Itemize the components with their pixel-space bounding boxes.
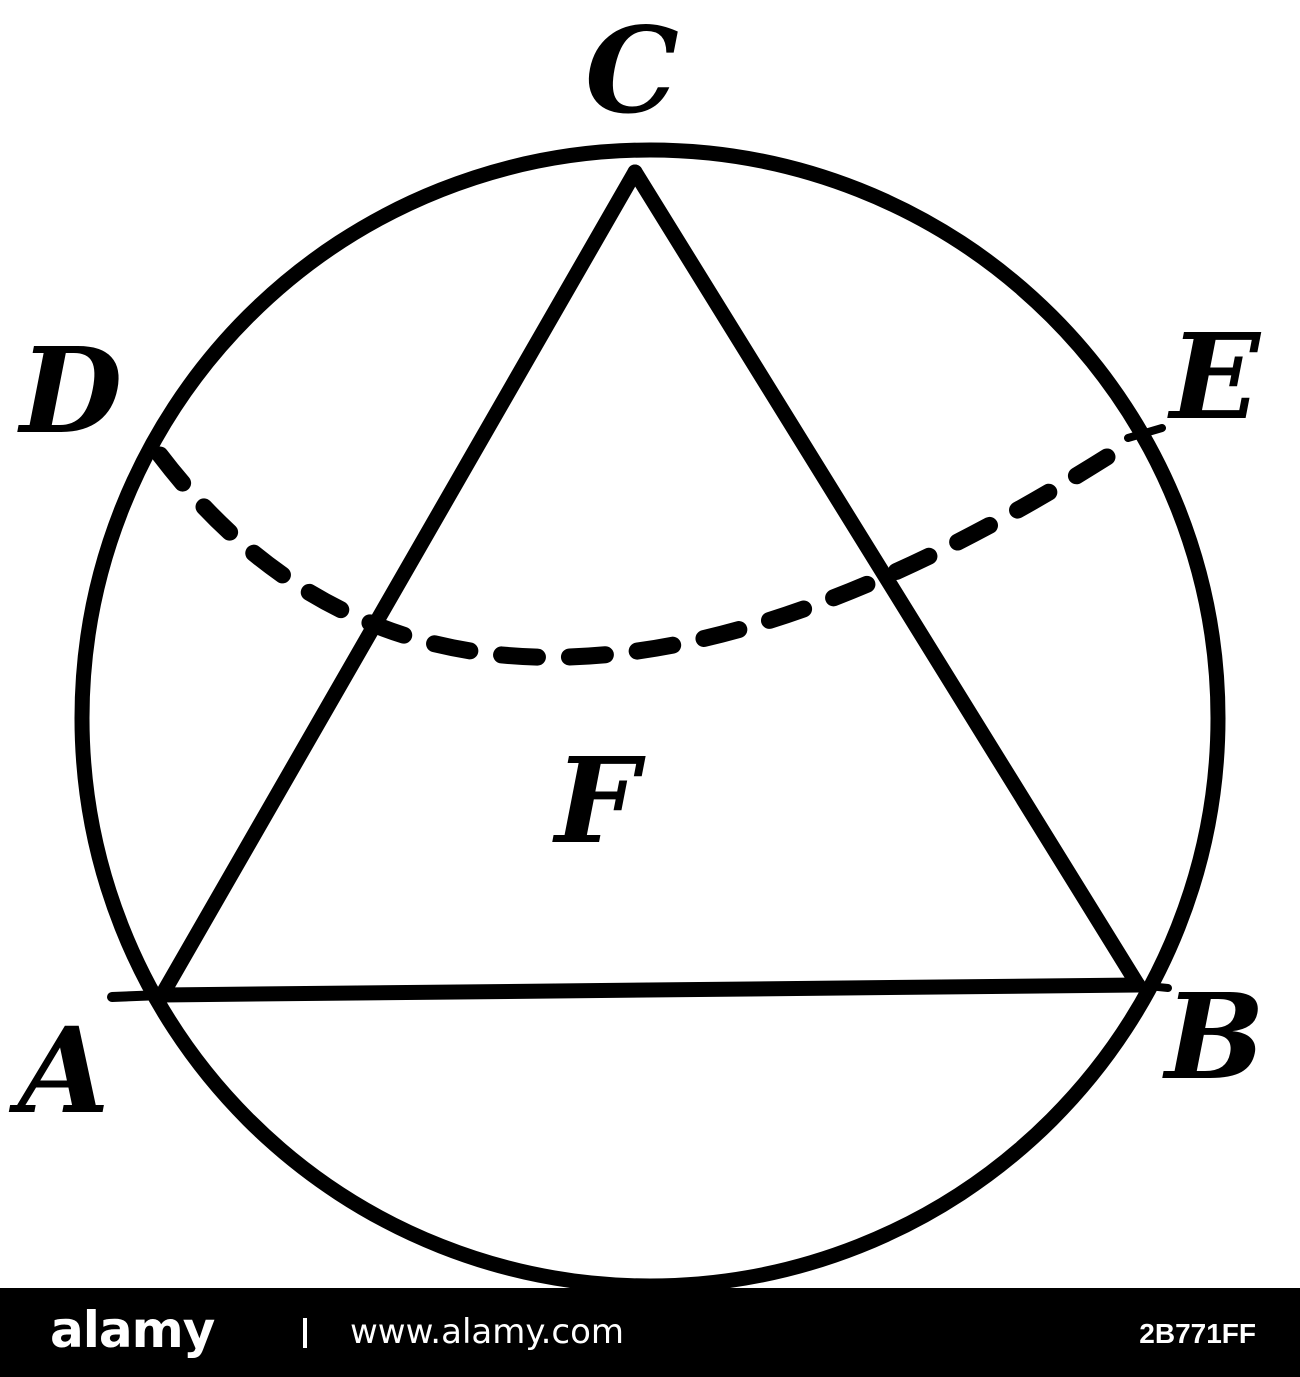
tick-a [107, 990, 167, 1002]
watermark-site: www.alamy.com [350, 1312, 625, 1352]
label-e: E [1167, 307, 1262, 446]
tick-b [1134, 981, 1172, 992]
circle [74, 142, 1226, 1288]
geometry-figure: C D E F A B [8, 1, 1265, 1288]
label-a: A [8, 1001, 110, 1140]
side-bc [627, 164, 1146, 993]
label-d: D [17, 321, 122, 460]
label-b: B [1162, 967, 1265, 1106]
watermark-banner: alamy www.alamy.com 2B771FF [0, 1288, 1300, 1377]
label-f: F [552, 731, 646, 870]
figure-canvas: C D E F A B [8, 1, 1265, 1288]
dashed-arc-def [151, 441, 1127, 666]
tick-e [1124, 424, 1166, 442]
side-ab [154, 977, 1146, 1003]
watermark-image-id: 2B771FF [1139, 1318, 1256, 1349]
watermark-logo: alamy [50, 1301, 215, 1359]
label-c: C [585, 1, 679, 140]
side-ac [154, 164, 643, 1003]
alamy-mark-icon [303, 1318, 307, 1348]
